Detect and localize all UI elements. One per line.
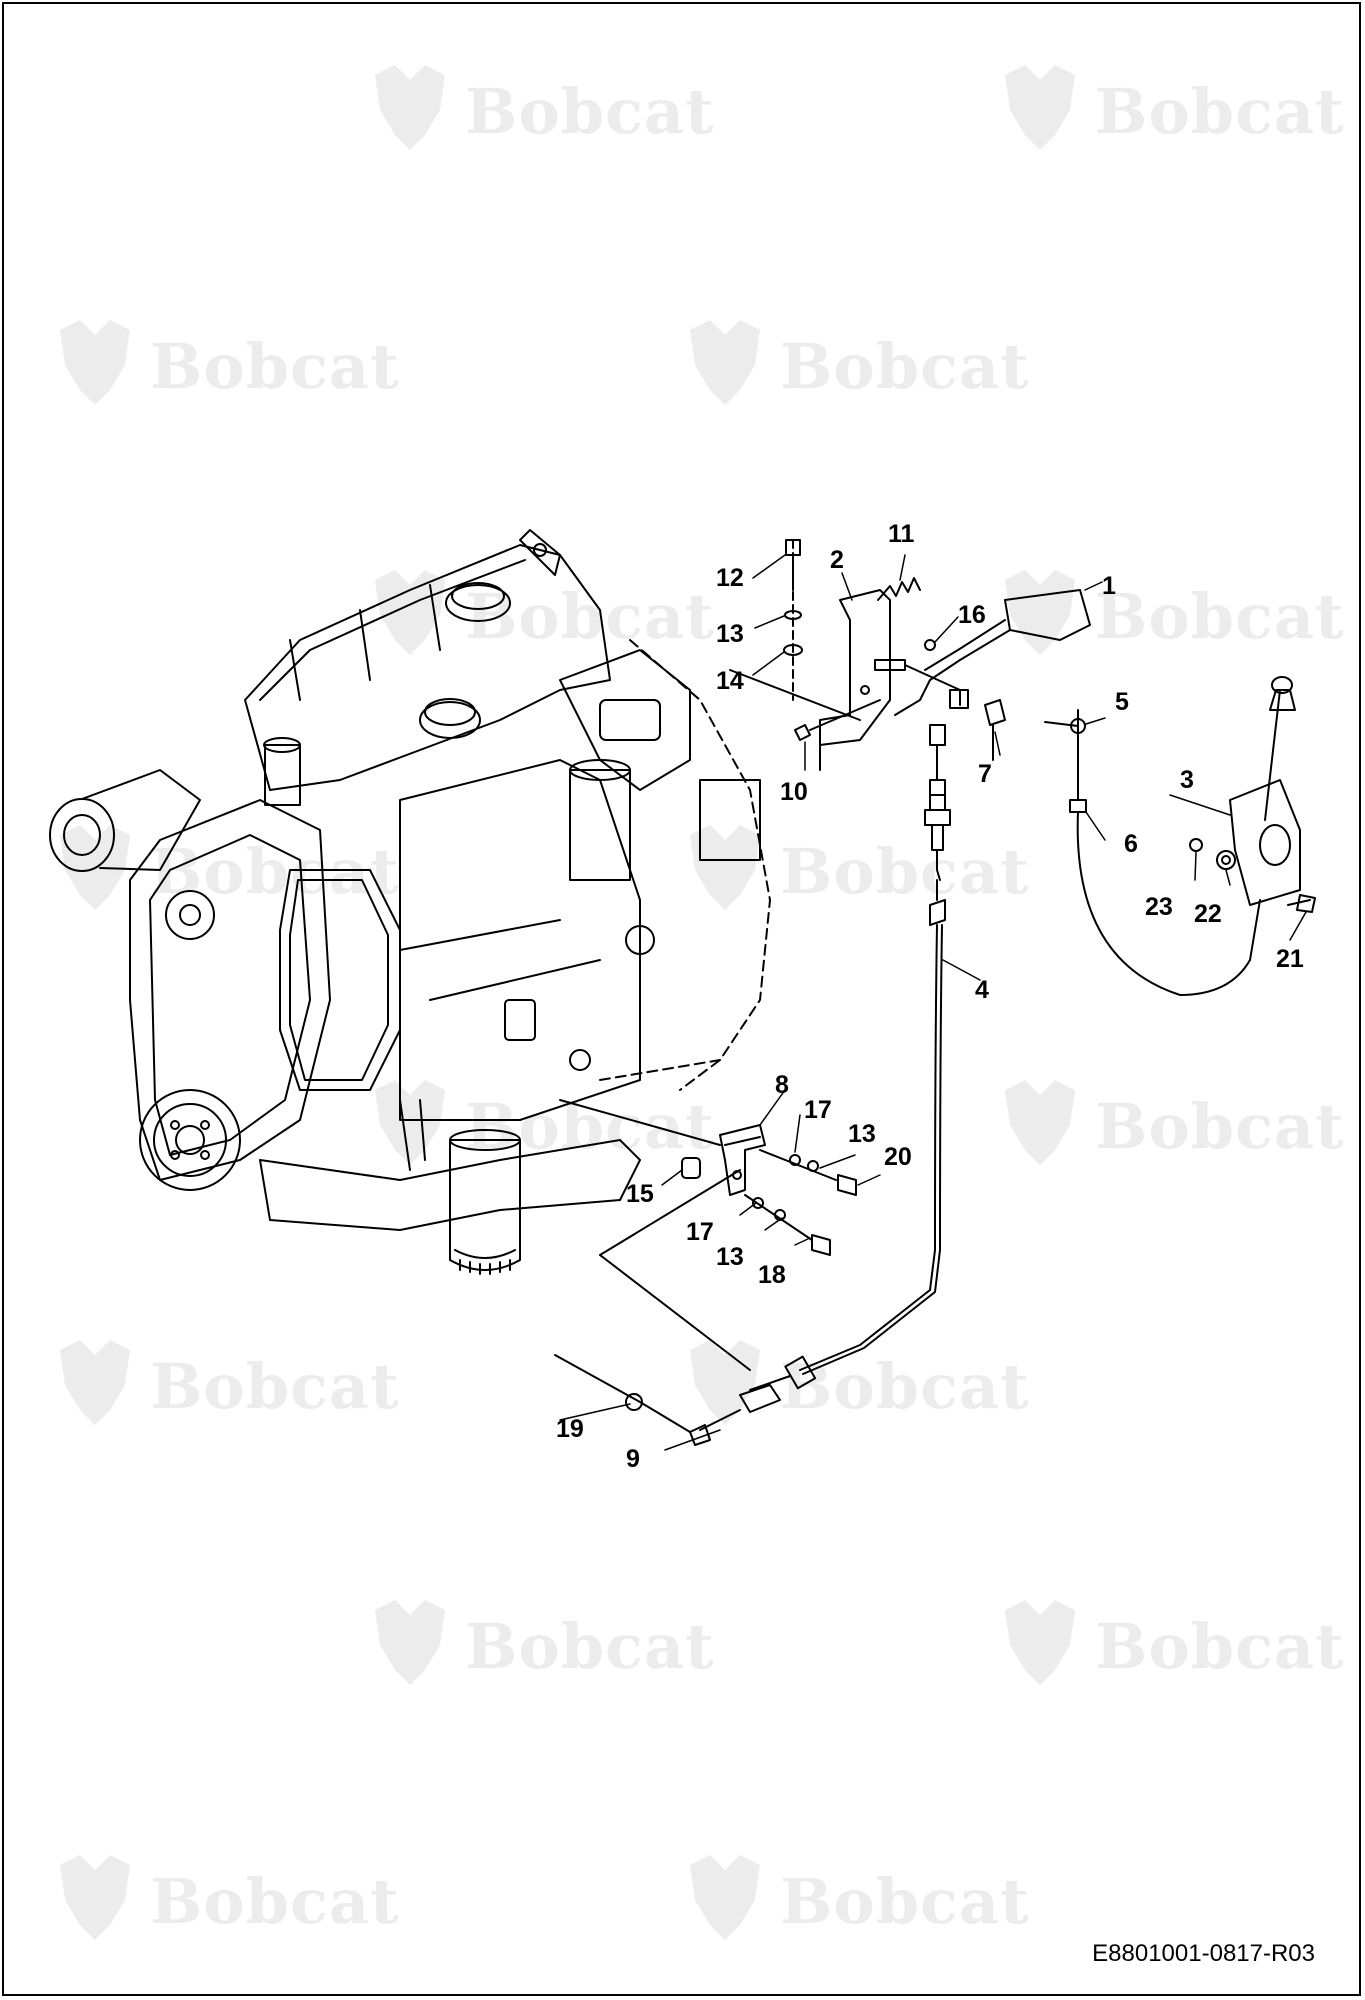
callout-1: 1 [1102,572,1116,600]
callout-13a: 13 [716,620,744,648]
watermark: Bobcat [680,815,1029,925]
watermark: Bobcat [50,1845,399,1955]
watermark-text: Bobcat [780,330,1030,403]
callout-17a: 17 [804,1096,832,1124]
watermark: Bobcat [680,310,1029,420]
callout-3: 3 [1180,766,1194,794]
callout-13c: 13 [716,1243,744,1271]
bobcat-head-icon [690,1855,760,1940]
callout-19: 19 [556,1415,584,1443]
watermark-text: Bobcat [465,75,715,148]
callout-6: 6 [1124,830,1138,858]
callout-14: 14 [716,667,744,695]
bobcat-head-icon [60,1340,130,1425]
watermark-text: Bobcat [150,1350,400,1423]
watermark-text: Bobcat [780,835,1030,908]
callout-12: 12 [716,564,744,592]
watermark: Bobcat [365,1590,714,1700]
callout-13b: 13 [848,1120,876,1148]
watermark: Bobcat [365,560,714,670]
bobcat-head-icon [375,1080,445,1165]
bobcat-head-icon [60,1855,130,1940]
watermark-text: Bobcat [465,1610,715,1683]
bobcat-head-icon [375,1600,445,1685]
watermark-text: Bobcat [1095,1610,1345,1683]
callout-7: 7 [978,760,992,788]
callout-18: 18 [758,1261,786,1289]
watermark-text: Bobcat [465,1090,715,1163]
callout-17b: 17 [686,1218,714,1246]
callout-21: 21 [1276,945,1304,973]
watermark-text: Bobcat [780,1865,1030,1938]
callout-16: 16 [958,601,986,629]
watermark-text: Bobcat [150,330,400,403]
watermark: Bobcat [50,310,399,420]
callout-4: 4 [975,976,989,1004]
callout-9: 9 [626,1445,640,1473]
bobcat-head-icon [1005,65,1075,150]
watermark-text: Bobcat [465,580,715,653]
watermark-text: Bobcat [1095,580,1345,653]
watermark: Bobcat [50,1330,399,1440]
bobcat-head-icon [1005,1600,1075,1685]
watermark: Bobcat [365,55,714,165]
watermark-text: Bobcat [1095,75,1345,148]
bobcat-head-icon [690,1340,760,1425]
watermark: Bobcat [995,1070,1344,1180]
watermark: Bobcat [995,55,1344,165]
bobcat-head-icon [375,570,445,655]
document-id: E8801001-0817-R03 [1092,1940,1315,1967]
callout-5: 5 [1115,688,1129,716]
watermark-text: Bobcat [1095,1090,1345,1163]
bobcat-head-icon [375,65,445,150]
pedal-bracket-group [554,539,1316,1446]
watermark: Bobcat [995,1590,1344,1700]
watermark: Bobcat [995,560,1344,670]
watermark: Bobcat [680,1845,1029,1955]
engine-assembly [49,529,771,1275]
callout-22: 22 [1194,900,1222,928]
callout-20: 20 [884,1143,912,1171]
callout-15: 15 [626,1180,654,1208]
bobcat-head-icon [1005,570,1075,655]
watermark-text: Bobcat [150,1865,400,1938]
callout-10: 10 [780,778,808,806]
callout-2: 2 [830,546,844,574]
watermark-text: Bobcat [780,1350,1030,1423]
callout-leaders [559,554,1307,1451]
bobcat-head-icon [1005,1080,1075,1165]
callout-11: 11 [888,520,915,548]
watermark: Bobcat [680,1330,1029,1440]
callout-8: 8 [775,1071,789,1099]
bobcat-head-icon [690,320,760,405]
watermark: Bobcat [365,1070,714,1180]
callout-23: 23 [1145,893,1173,921]
bobcat-head-icon [60,320,130,405]
bobcat-head-icon [690,825,760,910]
